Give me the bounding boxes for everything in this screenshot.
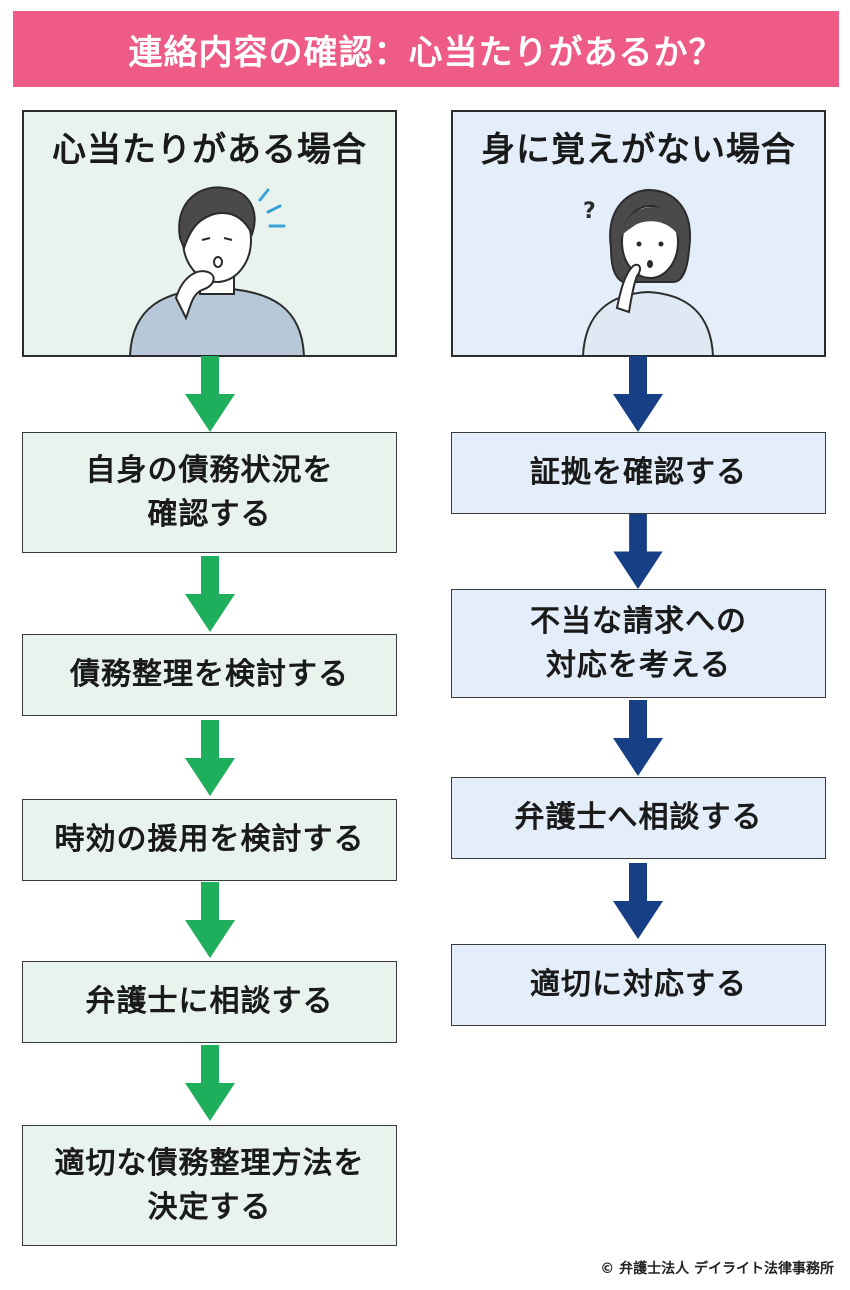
left-header-title: 心当たりがある場合 bbox=[52, 130, 367, 170]
right-step-2: 不当な請求への 対応を考える bbox=[451, 589, 826, 698]
right-arrow-4 bbox=[613, 863, 663, 939]
right-arrow-3 bbox=[613, 700, 663, 776]
worried-man-icon bbox=[128, 186, 306, 357]
svg-text:?: ? bbox=[583, 199, 596, 224]
right-arrow-2 bbox=[613, 514, 663, 589]
left-step-3: 時効の援用を検討する bbox=[22, 799, 397, 881]
left-arrow-4 bbox=[185, 882, 235, 958]
right-step-3: 弁護士へ相談する bbox=[451, 777, 826, 859]
left-step-1: 自身の債務状況を 確認する bbox=[22, 432, 397, 553]
left-arrow-2 bbox=[185, 556, 235, 632]
right-step-4: 適切に対応する bbox=[451, 944, 826, 1026]
left-step-2: 債務整理を検討する bbox=[22, 634, 397, 716]
left-arrow-5 bbox=[185, 1045, 235, 1121]
left-header-box: 心当たりがある場合 bbox=[22, 110, 397, 357]
left-arrow-3 bbox=[185, 720, 235, 796]
title-banner: 連絡内容の確認：心当たりがあるか？ bbox=[13, 11, 839, 87]
right-header-box: 身に覚えがない場合 ? bbox=[451, 110, 826, 357]
left-step-4: 弁護士に相談する bbox=[22, 961, 397, 1043]
left-arrow-1 bbox=[185, 356, 235, 432]
right-step-1: 証拠を確認する bbox=[451, 432, 826, 514]
right-arrow-1 bbox=[613, 356, 663, 432]
page-title: 連絡内容の確認：心当たりがあるか？ bbox=[128, 32, 724, 73]
confused-woman-icon: ? bbox=[581, 188, 715, 357]
right-header-title: 身に覚えがない場合 bbox=[481, 130, 796, 170]
copyright-footer: © 弁護士法人 デイライト法律事務所 bbox=[600, 1261, 834, 1277]
left-step-5: 適切な債務整理方法を 決定する bbox=[22, 1125, 397, 1246]
